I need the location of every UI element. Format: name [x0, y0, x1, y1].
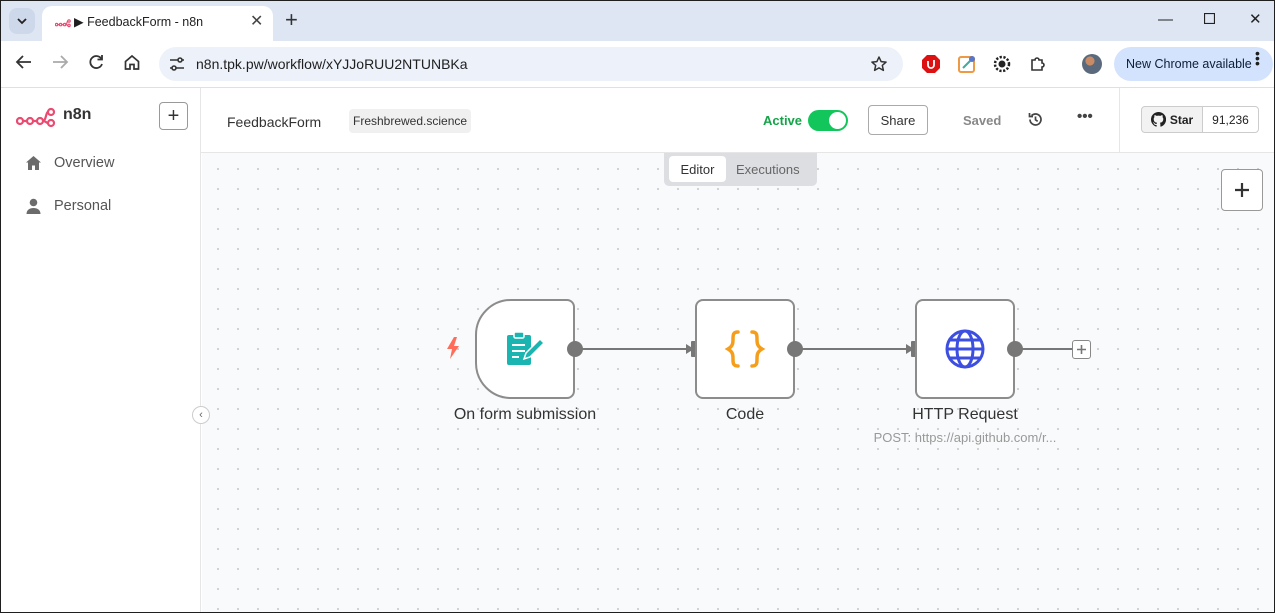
- history-icon[interactable]: [1027, 111, 1044, 133]
- bookmark-star-icon[interactable]: [870, 55, 888, 78]
- github-star-count[interactable]: 91,236: [1202, 106, 1259, 133]
- chrome-update-button[interactable]: New Chrome available: [1114, 47, 1273, 81]
- active-label: Active: [763, 113, 803, 128]
- gear-extension-icon[interactable]: [992, 54, 1012, 79]
- new-tab-plus-icon[interactable]: +: [285, 7, 298, 32]
- chrome-menu-icon[interactable]: •••: [1255, 45, 1260, 71]
- home-icon: [26, 156, 41, 170]
- reload-icon[interactable]: [87, 53, 105, 76]
- code-braces-icon: [724, 330, 766, 368]
- window-close-icon[interactable]: ✕: [1249, 11, 1262, 28]
- home-page-icon[interactable]: [123, 53, 141, 76]
- browser-toolbar: n8n.tpk.pw/workflow/xYJJoRUU2NTUNBKa New…: [1, 41, 1274, 88]
- more-options-icon[interactable]: •••: [1077, 108, 1093, 125]
- tab-title-text: FeedbackForm - n8n: [87, 15, 204, 29]
- add-node-button[interactable]: [1221, 169, 1263, 211]
- address-bar[interactable]: n8n.tpk.pw/workflow/xYJJoRUU2NTUNBKa: [159, 47, 903, 81]
- tab-strip: ▶ FeedbackForm - n8n ✕ + — ✕: [1, 1, 1274, 41]
- color-extension-icon[interactable]: [957, 54, 977, 79]
- form-icon: [507, 331, 545, 365]
- maximize-icon[interactable]: [1203, 10, 1216, 30]
- toggle-knob: [829, 112, 846, 129]
- node-subtitle: POST: https://api.github.com/r...: [873, 430, 1057, 445]
- plus-icon: [1235, 183, 1249, 197]
- back-arrow-icon[interactable]: [15, 53, 33, 76]
- site-info-icon[interactable]: [168, 55, 186, 78]
- tab-executions[interactable]: Executions: [736, 162, 800, 177]
- node-http-request[interactable]: [915, 299, 1015, 399]
- sidebar-item-label: Personal: [54, 198, 112, 214]
- forward-arrow-icon[interactable]: [51, 53, 69, 76]
- active-toggle[interactable]: [808, 110, 848, 131]
- chevron-down-icon: [17, 18, 27, 25]
- workflow-header: FeedbackForm Freshbrewed.science Active …: [201, 88, 1274, 153]
- tab-editor[interactable]: Editor: [669, 156, 726, 182]
- trigger-bolt-icon: [446, 337, 460, 364]
- collapse-sidebar-button[interactable]: ‹: [192, 406, 210, 424]
- user-icon: [26, 198, 41, 214]
- tab-search-button[interactable]: [9, 8, 35, 34]
- url-text: n8n.tpk.pw/workflow/xYJJoRUU2NTUNBKa: [196, 56, 468, 72]
- puzzle-extensions-icon[interactable]: [1028, 54, 1048, 79]
- sidebar: n8n + Overview Personal: [1, 88, 201, 612]
- profile-avatar[interactable]: [1082, 54, 1102, 74]
- node-label: On form submission: [453, 406, 597, 423]
- tab-title: ▶ FeedbackForm - n8n: [74, 15, 204, 29]
- add-next-node-button[interactable]: [1072, 340, 1091, 359]
- plus-icon: [1077, 345, 1086, 354]
- node-label: Code: [725, 406, 765, 423]
- share-button[interactable]: Share: [868, 105, 928, 135]
- header-divider: [1119, 88, 1120, 153]
- n8n-logo-icon[interactable]: [15, 106, 56, 133]
- workflow-tag[interactable]: Freshbrewed.science: [349, 109, 472, 133]
- create-button[interactable]: +: [159, 102, 188, 130]
- node-label: HTTP Request: [912, 406, 1018, 423]
- sidebar-item-label: Overview: [54, 155, 115, 171]
- close-icon[interactable]: ✕: [250, 13, 264, 30]
- node-code[interactable]: [695, 299, 795, 399]
- ublock-extension-icon[interactable]: [921, 54, 941, 79]
- github-star-label: Star: [1169, 112, 1194, 127]
- save-status: Saved: [963, 113, 1002, 128]
- n8n-favicon-icon: [54, 15, 71, 36]
- workflow-canvas[interactable]: Editor Executions On fo: [202, 153, 1274, 612]
- sidebar-item-overview[interactable]: Overview: [25, 151, 114, 175]
- editor-executions-switch: Editor Executions: [664, 153, 817, 186]
- minimize-icon[interactable]: —: [1158, 11, 1173, 28]
- github-icon: [1150, 112, 1166, 127]
- node-on-form-submission[interactable]: [475, 299, 575, 399]
- output-port[interactable]: [567, 341, 583, 357]
- workflow-name[interactable]: FeedbackForm: [227, 114, 322, 130]
- sidebar-item-personal[interactable]: Personal: [25, 194, 111, 218]
- globe-icon: [945, 329, 985, 369]
- brand-name: n8n: [63, 106, 92, 123]
- browser-tab[interactable]: ▶ FeedbackForm - n8n ✕: [42, 6, 273, 41]
- github-star-button[interactable]: Star: [1141, 106, 1203, 133]
- output-port[interactable]: [787, 341, 803, 357]
- output-port[interactable]: [1007, 341, 1023, 357]
